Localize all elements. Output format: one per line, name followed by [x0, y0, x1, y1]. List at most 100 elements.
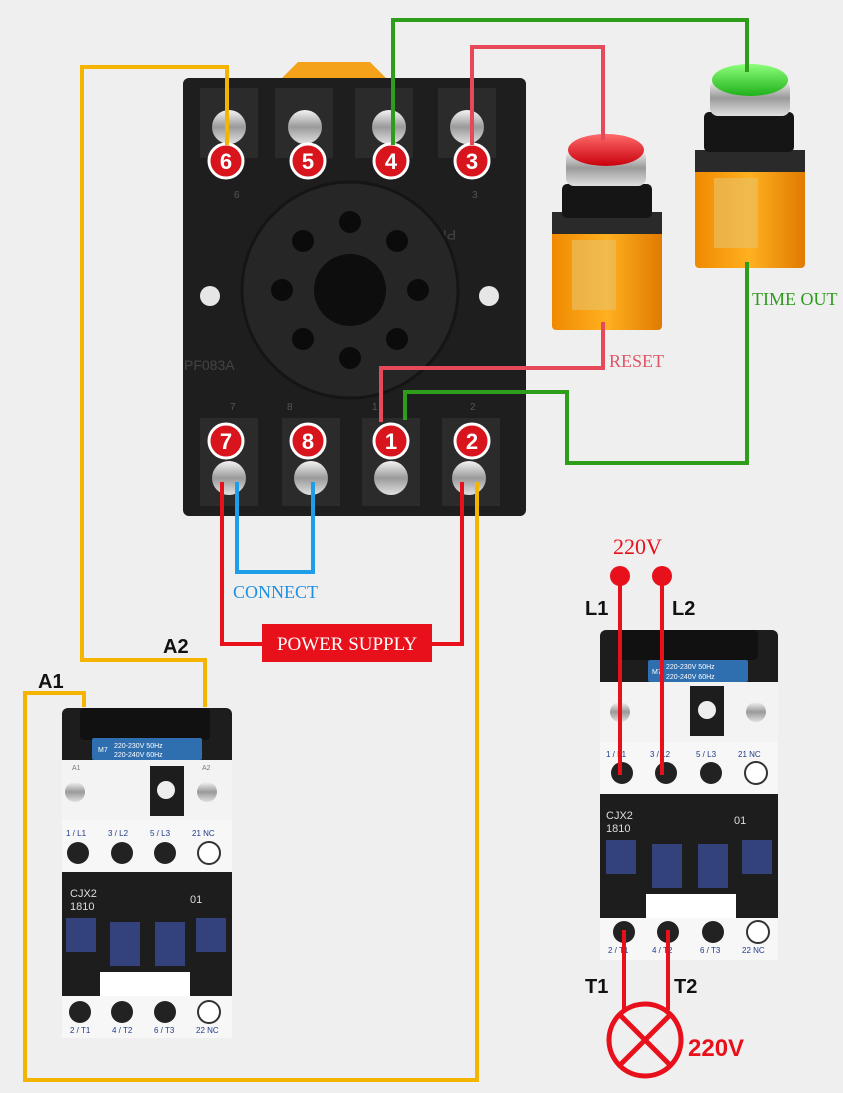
- coil-terminal-a2[interactable]: [197, 782, 217, 802]
- screw-terminal-2[interactable]: [452, 461, 486, 495]
- pin-mark-8: 8: [287, 402, 293, 413]
- contactor-left: M7 220-230V 50Hz 220-240V 60Hz A1 A2 1 /…: [62, 708, 232, 1038]
- svg-text:M7: M7: [98, 747, 108, 754]
- wire-terminal4-to-timeout: [391, 18, 749, 145]
- terminal-badge-8: 8: [289, 422, 327, 460]
- a2-label: A2: [163, 636, 189, 658]
- svg-text:6: 6: [220, 149, 232, 174]
- svg-text:6 / T3: 6 / T3: [154, 1026, 175, 1035]
- svg-text:6 / T3: 6 / T3: [700, 946, 721, 955]
- mounting-hole-right: [479, 286, 499, 306]
- terminal-badge-4: 4: [372, 142, 410, 180]
- screw-terminal-8[interactable]: [294, 461, 328, 495]
- svg-text:1 / L1: 1 / L1: [66, 829, 87, 838]
- a1-label: A1: [38, 671, 64, 693]
- wire-reset-to-terminal1: [379, 322, 605, 422]
- reset-push-button[interactable]: [552, 134, 662, 330]
- connect-label: CONNECT: [233, 582, 318, 602]
- svg-text:22 NC: 22 NC: [196, 1026, 219, 1035]
- supply-voltage-label: 220V: [613, 534, 662, 559]
- wire-terminal3-to-reset: [470, 45, 605, 145]
- l2-label: L2: [672, 598, 695, 620]
- svg-text:2: 2: [466, 429, 478, 454]
- reset-label: RESET: [609, 351, 664, 371]
- coil-terminal-a1[interactable]: [65, 782, 85, 802]
- terminal-badge-5: 5: [289, 142, 327, 180]
- contactor-right: M7 220-230V 50Hz 220-240V 60Hz 1 / L1 3 …: [600, 630, 778, 960]
- mounting-hole-left: [200, 286, 220, 306]
- svg-text:4: 4: [385, 149, 398, 174]
- screw-terminal-7[interactable]: [212, 461, 246, 495]
- power-supply-tag: POWER SUPPLY: [262, 624, 432, 662]
- svg-text:220-230V 50Hz: 220-230V 50Hz: [666, 664, 715, 671]
- pin-mark-7: 7: [230, 402, 236, 413]
- svg-text:5: 5: [302, 149, 314, 174]
- svg-text:1810: 1810: [606, 823, 630, 835]
- pin-mark-6: 6: [234, 190, 240, 201]
- svg-text:1810: 1810: [70, 901, 94, 913]
- coil-rating-plate-right: [648, 660, 748, 682]
- screw-terminal-4[interactable]: [372, 110, 406, 144]
- terminal-l2[interactable]: [111, 842, 133, 864]
- wire-terminal2-to-a1: [23, 482, 479, 1082]
- svg-text:4 / T2: 4 / T2: [112, 1026, 133, 1035]
- wires-top: [23, 18, 749, 1082]
- lamp-voltage-label: 220V: [688, 1035, 744, 1062]
- terminal-21nc[interactable]: [197, 841, 221, 865]
- terminal-badge-6: 6: [207, 142, 245, 180]
- terminal-badge-1: 1: [372, 422, 410, 460]
- svg-text:21 NC: 21 NC: [192, 829, 215, 838]
- screw-terminal-1[interactable]: [374, 461, 408, 495]
- svg-text:01: 01: [190, 894, 202, 906]
- svg-text:01: 01: [734, 815, 746, 827]
- octal-socket: [240, 180, 460, 400]
- terminal-badge-2: 2: [453, 422, 491, 460]
- svg-text:2 / T1: 2 / T1: [608, 946, 629, 955]
- wire-terminal6-to-a2: [80, 65, 229, 707]
- svg-text:220-240V 60Hz: 220-240V 60Hz: [114, 752, 163, 759]
- time-out-push-button[interactable]: [695, 64, 805, 268]
- svg-text:CJX2: CJX2: [70, 888, 97, 900]
- svg-text:M7: M7: [652, 669, 662, 676]
- svg-text:2 / T1: 2 / T1: [70, 1026, 91, 1035]
- terminal-badge-3: 3: [453, 142, 491, 180]
- socket-model-mark: PF083A: [184, 357, 235, 373]
- svg-text:220-240V 60Hz: 220-240V 60Hz: [666, 674, 715, 681]
- l1-label: L1: [585, 598, 608, 620]
- wires-load: [618, 576, 670, 1010]
- red-push-button-icon[interactable]: [568, 134, 644, 166]
- svg-text:220-230V 50Hz: 220-230V 50Hz: [114, 743, 163, 750]
- green-push-button-icon[interactable]: [712, 64, 788, 96]
- svg-text:7: 7: [220, 429, 232, 454]
- svg-text:5 / L3: 5 / L3: [696, 750, 717, 759]
- svg-text:21 NC: 21 NC: [738, 750, 761, 759]
- pin-mark-3: 3: [472, 190, 478, 201]
- svg-text:1 / L1: 1 / L1: [606, 750, 627, 759]
- svg-text:A1: A1: [72, 765, 81, 772]
- svg-text:4 / T2: 4 / T2: [652, 946, 673, 955]
- svg-text:22 NC: 22 NC: [742, 946, 765, 955]
- l2-supply-point: [652, 566, 672, 586]
- svg-text:1: 1: [385, 429, 397, 454]
- socket-latch: [282, 62, 386, 78]
- svg-text:POWER SUPPLY: POWER SUPPLY: [277, 634, 417, 655]
- screw-terminal-3[interactable]: [450, 110, 484, 144]
- terminal-badges: 6 5 4 3 7 8 1 2: [207, 142, 491, 460]
- wire-connect-7-8: [235, 482, 315, 574]
- svg-text:A2: A2: [202, 765, 211, 772]
- coil-rating-plate: [92, 738, 202, 760]
- pin-mark-2: 2: [470, 402, 476, 413]
- terminal-l1[interactable]: [67, 842, 89, 864]
- lamp-icon: [606, 1001, 684, 1079]
- svg-text:5 / L3: 5 / L3: [150, 829, 171, 838]
- terminal-badge-7: 7: [207, 422, 245, 460]
- pin-mark-1: 1: [372, 402, 378, 413]
- wire-timeout-to-terminal1: [403, 262, 749, 465]
- l1-supply-point: [610, 566, 630, 586]
- screw-terminal-5[interactable]: [288, 110, 322, 144]
- svg-text:3: 3: [466, 149, 478, 174]
- time-out-label: TIME OUT: [752, 289, 837, 309]
- terminal-l3[interactable]: [154, 842, 176, 864]
- t1-label: T1: [585, 976, 608, 998]
